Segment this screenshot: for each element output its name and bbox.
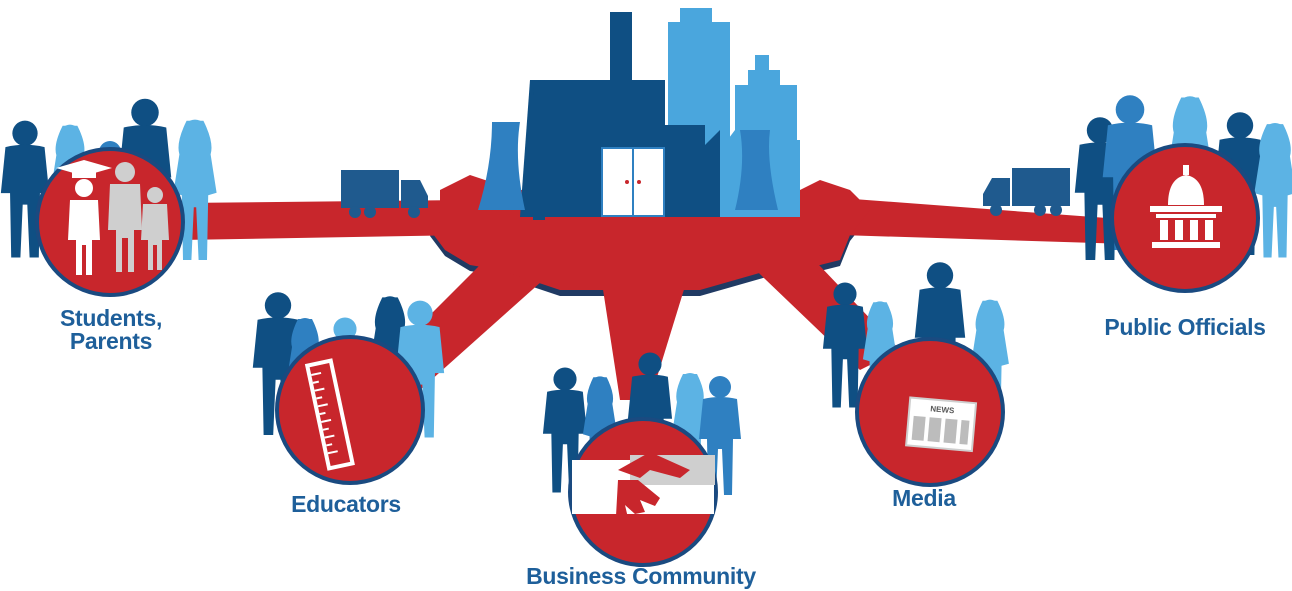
public-officials-node <box>1110 143 1260 293</box>
business-label-text: Business Community <box>526 563 756 589</box>
students-parents-node <box>35 147 185 297</box>
city-door-icon <box>601 147 665 217</box>
students-label-line-1: Students, <box>59 305 163 331</box>
handshake-icon <box>572 452 715 518</box>
students-parents-label: Students, Parents <box>60 307 162 353</box>
delivery-truck-icon-left <box>341 170 428 218</box>
business-community-label: Business Community <box>526 565 756 588</box>
media-node: NEWS <box>855 337 1005 487</box>
students-label-line-2: Parents <box>69 328 153 354</box>
media-label-text: Media <box>892 485 956 511</box>
newspaper-icon: NEWS <box>905 396 978 453</box>
ruler-icon <box>304 358 355 471</box>
capitol-building-icon <box>1150 165 1222 248</box>
business-community-node <box>568 417 718 567</box>
officials-label-text: Public Officials <box>1104 314 1266 340</box>
delivery-truck-icon-right <box>983 168 1070 216</box>
newspaper-heading: NEWS <box>930 404 955 415</box>
educators-label: Educators <box>291 493 401 516</box>
educators-label-text: Educators <box>291 491 401 517</box>
educators-node <box>275 335 425 485</box>
graduation-family-icon <box>56 160 169 275</box>
public-officials-label: Public Officials <box>1104 314 1266 340</box>
city-industry-icon <box>478 8 800 220</box>
media-label: Media <box>892 487 956 510</box>
